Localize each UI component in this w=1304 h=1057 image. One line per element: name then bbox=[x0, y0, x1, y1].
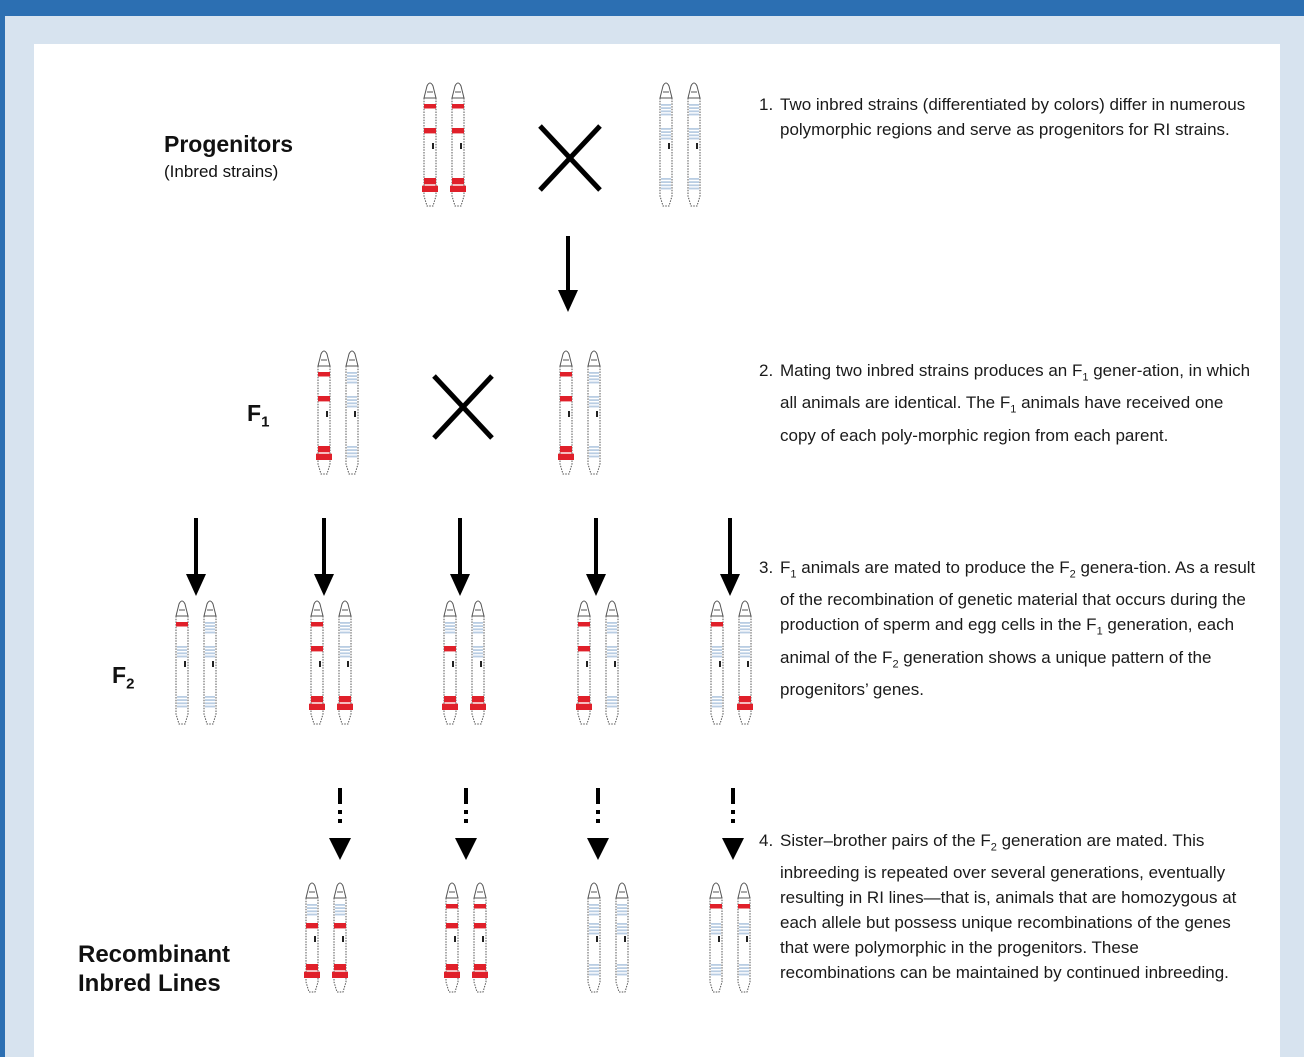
progenitors-chromosome bbox=[450, 82, 466, 207]
ri-chromosome bbox=[332, 882, 348, 993]
step-3-subscript: 1 bbox=[1096, 625, 1103, 638]
dashed-down-arrow-icon bbox=[587, 788, 609, 860]
step-4-part: generation are mated. This inbreeding is… bbox=[780, 831, 1237, 983]
down-arrow-icon bbox=[314, 518, 334, 596]
step-2-subscript: 1 bbox=[1010, 403, 1017, 416]
step-3-part: generation, each animal of the F bbox=[780, 615, 1235, 667]
left-frame-bar bbox=[0, 16, 5, 1057]
down-arrow-icon bbox=[558, 236, 578, 312]
ri-chromosome bbox=[709, 882, 723, 993]
step-1-part: Two inbred strains (differentiated by co… bbox=[780, 95, 1246, 139]
step-3-part: animals are mated to produce the F bbox=[796, 558, 1070, 577]
ri-chromosome bbox=[737, 882, 751, 993]
down-arrow-icon bbox=[720, 518, 740, 596]
step-3-part: generation shows a unique pattern of the… bbox=[780, 647, 1212, 700]
f1-chromosome bbox=[558, 350, 574, 475]
f2-label-subscript: 2 bbox=[126, 675, 135, 693]
step-1-text: 1. Two inbred strains (differentiated by… bbox=[759, 92, 1256, 142]
ri-lines-label-line1: Recombinant bbox=[78, 941, 231, 968]
f2-chromosome bbox=[337, 600, 353, 725]
step-4-text: 4. Sister–brother pairs of the F2 genera… bbox=[759, 828, 1256, 985]
f2-chromosome bbox=[576, 600, 592, 725]
f1-label-subscript: 1 bbox=[261, 413, 270, 431]
f2-chromosome bbox=[175, 600, 189, 725]
down-arrow-icon bbox=[186, 518, 206, 596]
cross-symbols bbox=[432, 124, 602, 440]
f1-chromosome bbox=[316, 350, 332, 475]
ri-lines-label-line2: Inbred Lines bbox=[78, 970, 221, 997]
f2-chromosome bbox=[470, 600, 486, 725]
step-3-subscript: 1 bbox=[790, 568, 797, 581]
step-2-part: Mating two inbred strains produces an F bbox=[780, 361, 1083, 380]
step-3-text: 3. F1 animals are mated to produce the F… bbox=[759, 555, 1256, 702]
dashed-down-arrow-icon bbox=[329, 788, 351, 860]
down-arrow-icon bbox=[450, 518, 470, 596]
f2-chromosome bbox=[442, 600, 458, 725]
ri-chromosome bbox=[444, 882, 460, 993]
f2-chromosome bbox=[203, 600, 217, 725]
step-4-number: 4. bbox=[759, 831, 774, 850]
step-2-part: animals have received one copy of each p… bbox=[780, 393, 1224, 445]
cross-icon-f1 bbox=[432, 374, 494, 440]
progenitors-sublabel: (Inbred strains) bbox=[164, 162, 279, 181]
step-2-part: gener-ation, in which all animals are id… bbox=[780, 361, 1251, 413]
dashed-down-arrow-icon bbox=[455, 788, 477, 860]
dashed-down-arrow-icon bbox=[722, 788, 744, 860]
progenitors-chromosome bbox=[659, 82, 673, 207]
f2-label-letter: F bbox=[112, 662, 127, 688]
progenitors-chromosome bbox=[687, 82, 701, 207]
ri-chromosome bbox=[472, 882, 488, 993]
step-3-part: F bbox=[780, 558, 791, 577]
step-2-text: 2. Mating two inbred strains produces an… bbox=[759, 358, 1256, 448]
step-2-subscript: 1 bbox=[1082, 371, 1089, 384]
step-3-part: genera-tion. As a result of the recombin… bbox=[780, 558, 1256, 635]
f1-chromosome bbox=[587, 350, 601, 475]
step-3-subscript: 2 bbox=[892, 658, 899, 671]
f1-label: F1 bbox=[247, 400, 269, 431]
step-1-number: 1. bbox=[759, 95, 774, 114]
ri-chromosome bbox=[304, 882, 320, 993]
step-4-subscript: 2 bbox=[990, 841, 997, 854]
f2-chromosome bbox=[605, 600, 619, 725]
step-2-number: 2. bbox=[759, 361, 774, 380]
progenitors-label: Progenitors bbox=[164, 131, 294, 157]
f1-label-letter: F bbox=[247, 400, 262, 426]
ri-lines-label: Recombinant Inbred Lines bbox=[78, 940, 230, 998]
figure-panel bbox=[34, 44, 1280, 1057]
ri-chromosome bbox=[615, 882, 629, 993]
f2-chromosome bbox=[309, 600, 325, 725]
top-frame-bar bbox=[0, 0, 1304, 16]
f2-chromosome bbox=[710, 600, 724, 725]
arrows bbox=[186, 236, 744, 860]
chromosomes bbox=[175, 82, 753, 993]
step-4-part: Sister–brother pairs of the F bbox=[780, 831, 991, 850]
progenitors-chromosome bbox=[422, 82, 438, 207]
step-3-subscript: 2 bbox=[1069, 568, 1076, 581]
down-arrow-icon bbox=[586, 518, 606, 596]
cross-icon-progenitors bbox=[538, 124, 602, 192]
step-3-number: 3. bbox=[759, 558, 774, 577]
f1-chromosome bbox=[345, 350, 359, 475]
ri-chromosome bbox=[587, 882, 601, 993]
f2-chromosome bbox=[737, 600, 753, 725]
f2-label: F2 bbox=[112, 662, 134, 693]
